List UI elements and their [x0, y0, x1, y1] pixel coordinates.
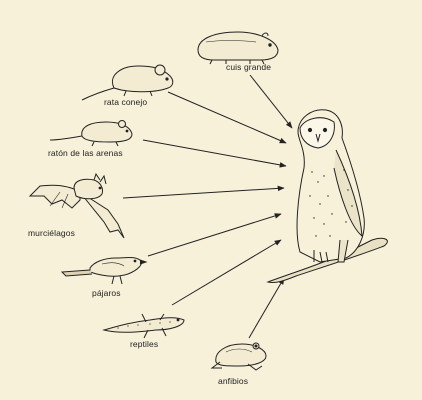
label-rata: rata conejo — [104, 97, 147, 107]
gerbil-illustration — [50, 121, 132, 147]
label-anfibios: anfibios — [218, 376, 248, 386]
lizard-illustration — [104, 314, 184, 338]
frog-illustration — [212, 343, 266, 370]
rat-illustration — [82, 65, 173, 100]
arrow-rata — [168, 92, 286, 143]
label-reptiles: reptiles — [130, 339, 158, 349]
label-raton: ratón de las arenas — [48, 148, 123, 158]
label-cuis: cuis grande — [226, 62, 271, 72]
arrow-murcielagos — [123, 188, 284, 198]
arrow-raton — [143, 140, 286, 166]
arrow-pajaros — [148, 214, 281, 256]
owl-illustration — [268, 110, 387, 283]
arrows — [123, 75, 292, 338]
arrow-anfibios — [249, 278, 284, 338]
arrow-cuis — [250, 75, 292, 128]
label-pajaros: pájaros — [92, 288, 121, 298]
label-murcielagos: murciélagos — [28, 228, 75, 238]
bird-illustration — [62, 258, 146, 285]
guinea-pig-illustration — [198, 32, 278, 64]
arrow-reptiles — [172, 240, 281, 305]
